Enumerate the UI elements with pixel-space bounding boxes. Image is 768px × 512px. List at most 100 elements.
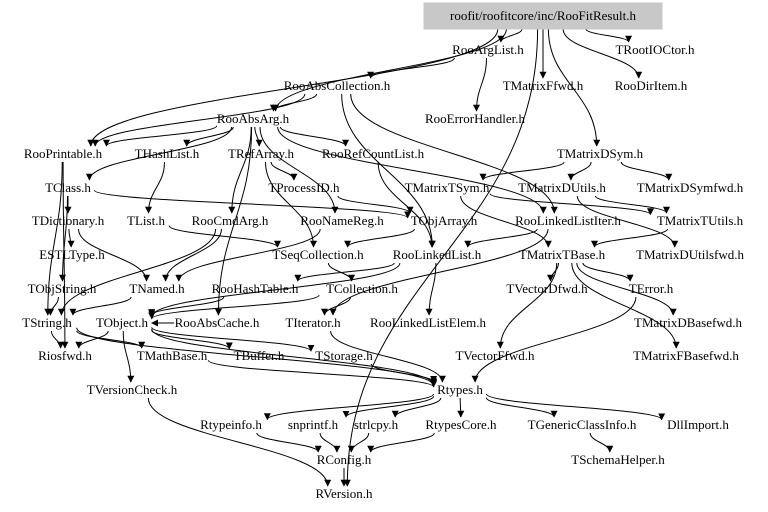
edge-rtypes-to-strlcpy [391, 397, 442, 418]
edge-tclass-to-tobjarray [93, 189, 412, 219]
node-thashlist[interactable]: THashList.h [135, 146, 200, 161]
node-tobjarray[interactable]: TObjArray.h [411, 213, 478, 228]
node-rooerrorhandler[interactable]: RooErrorHandler.h [425, 111, 526, 126]
edge-tcollection-to-tobject [148, 294, 320, 320]
node-tmatrixtsym[interactable]: TMatrixTSym.h [405, 180, 490, 195]
node-tgenericclassinfo[interactable]: TGenericClassInfo.h [528, 417, 637, 432]
node-tmathbase[interactable]: TMathBase.h [137, 348, 208, 363]
node-label: Riosfwd.h [38, 348, 92, 363]
node-rversion[interactable]: RVersion.h [315, 486, 373, 501]
node-tmatrixffwd[interactable]: TMatrixFfwd.h [503, 78, 584, 93]
node-rooabscollection[interactable]: RooAbsCollection.h [284, 78, 391, 93]
node-label: TVectorFfwd.h [455, 348, 535, 363]
node-tobject[interactable]: TObject.h [96, 315, 149, 330]
node-roodiritem[interactable]: RooDirItem.h [615, 78, 688, 93]
node-label: TList.h [127, 213, 165, 228]
edge-tobjarray-to-tseqcollection [344, 228, 415, 248]
node-label: TMatrixTUtils.h [657, 213, 744, 228]
node-tdictionary[interactable]: TDictionary.h [32, 213, 105, 228]
node-tstorage[interactable]: TStorage.h [315, 348, 373, 363]
node-dllimport[interactable]: DllImport.h [667, 417, 729, 432]
node-label: RooAbsArg.h [217, 111, 290, 126]
node-label: TMatrixDBasefwd.h [634, 315, 742, 330]
node-rooarglist[interactable]: RooArgList.h [452, 42, 524, 57]
node-label: RooAbsCache.h [175, 315, 260, 330]
node-tmatrixtbase[interactable]: TMatrixTBase.h [519, 247, 606, 262]
node-rconfig[interactable]: RConfig.h [317, 452, 372, 467]
node-roolinkedlist[interactable]: RooLinkedList.h [393, 247, 482, 262]
node-roohashtable[interactable]: RooHashTable.h [212, 281, 299, 296]
edge-tmatrixtbase-to-tvectorffwd [496, 262, 558, 349]
edge-rootfile-to-roodiritem [562, 28, 643, 79]
node-tmatrixdutilsfwd[interactable]: TMatrixDUtilsfwd.h [636, 247, 744, 262]
node-tmatrixdbasefwd[interactable]: TMatrixDBasefwd.h [634, 315, 742, 330]
node-rtypescore[interactable]: RtypesCore.h [425, 417, 497, 432]
edge-tlist-to-tseqcollection [168, 225, 281, 248]
node-rooabsarg[interactable]: RooAbsArg.h [217, 111, 290, 126]
edge-rooarglist-to-rooerrorhandler [473, 57, 487, 112]
node-tmatrixtutils[interactable]: TMatrixTUtils.h [657, 213, 744, 228]
node-rtypes[interactable]: Rtypes.h [437, 382, 483, 397]
node-roolinkedlistelem[interactable]: RooLinkedListElem.h [370, 315, 486, 330]
node-rooprintable[interactable]: RooPrintable.h [24, 146, 103, 161]
node-riosfwd[interactable]: Riosfwd.h [38, 348, 92, 363]
node-tmatrixdutils[interactable]: TMatrixDUtils.h [518, 180, 606, 195]
edge-rtypes-to-dllimport [485, 393, 666, 421]
node-label: TMatrixTSym.h [405, 180, 490, 195]
node-tclass[interactable]: TClass.h [45, 180, 91, 195]
node-snprintf[interactable]: snprintf.h [288, 417, 339, 432]
node-tobjstring[interactable]: TObjString.h [28, 281, 97, 296]
node-rtypeinfo[interactable]: Rtypeinfo.h [200, 417, 262, 432]
node-titerator[interactable]: TIterator.h [285, 315, 341, 330]
edge-tmatrixtbase-to-tvectordfwd [547, 262, 559, 282]
node-roocmdarg[interactable]: RooCmdArg.h [192, 213, 269, 228]
edge-tmatrixdutils-to-tmatrixdutilsfwd [576, 195, 679, 248]
node-tmatrixdsymfwd[interactable]: TMatrixDSymfwd.h [637, 180, 744, 195]
edge-tmatrixtutils-to-tmatrixtbase [591, 228, 668, 248]
node-label: TMatrixFfwd.h [503, 78, 584, 93]
node-trootioctor[interactable]: TRootIOCtor.h [615, 42, 695, 57]
node-rooabscache[interactable]: RooAbsCache.h [175, 315, 260, 330]
edge-tgenericclassinfo-to-tschemahelper [589, 432, 614, 453]
node-label: TVectorDfwd.h [506, 281, 588, 296]
edge-roorefcountlist-to-roolinkedlist [377, 161, 436, 248]
node-tnamed[interactable]: TNamed.h [129, 281, 185, 296]
edge-roolinkedlist-to-roohashtable [294, 262, 395, 282]
node-label: RooLinkedList.h [393, 247, 482, 262]
node-roorefcountlist[interactable]: RooRefCountList.h [322, 146, 425, 161]
node-strlcpy[interactable]: strlcpy.h [354, 417, 399, 432]
node-tschemahelper[interactable]: TSchemaHelper.h [571, 452, 665, 467]
node-tmatrixfbasefwd[interactable]: TMatrixFBasefwd.h [633, 348, 739, 363]
node-label: TGenericClassInfo.h [528, 417, 637, 432]
edge-rooarglist-to-rooabscollection [367, 57, 455, 79]
node-tseqcollection[interactable]: TSeqCollection.h [272, 247, 364, 262]
edge-tmatrixtsym-to-tmatrixtutils [489, 193, 654, 216]
node-label: TObjString.h [28, 281, 97, 296]
edge-rootfile-to-rversion [343, 28, 539, 487]
node-tstring[interactable]: TString.h [22, 315, 72, 330]
node-roonamereg[interactable]: RooNameReg.h [300, 213, 384, 228]
node-tlist[interactable]: TList.h [127, 213, 165, 228]
edge-roolinkedlistiter-to-roolinkedlist [464, 228, 538, 248]
edge-rtypeinfo-to-rconfig [256, 432, 322, 453]
nodes-layer: roofit/roofitcore/inc/RooFitResult.hRooA… [22, 2, 744, 501]
edge-tmatrixtsym-to-tmatrixtbase [460, 195, 552, 248]
node-tcollection[interactable]: TCollection.h [326, 281, 398, 296]
node-tvectordfwd[interactable]: TVectorDfwd.h [506, 281, 588, 296]
edge-tobjstring-to-tstring [47, 296, 59, 316]
node-tversioncheck[interactable]: TVersionCheck.h [87, 382, 178, 397]
node-tprocessid[interactable]: TProcessID.h [268, 180, 340, 195]
node-label: RooCmdArg.h [192, 213, 269, 228]
edge-trefarray-to-tseqcollection [265, 161, 317, 248]
node-terror[interactable]: TError.h [629, 281, 674, 296]
node-roolinkedlistiter[interactable]: RooLinkedListIter.h [515, 213, 621, 228]
node-trefarray[interactable]: TRefArray.h [228, 146, 294, 161]
node-label: strlcpy.h [354, 417, 399, 432]
edge-rooabsarg-to-roorefcountlist [279, 126, 350, 147]
node-rootfile[interactable]: roofit/roofitcore/inc/RooFitResult.h [423, 2, 663, 30]
node-tmatrixdsym[interactable]: TMatrixDSym.h [557, 146, 644, 161]
node-tbuffer[interactable]: TBuffer.h [234, 348, 285, 363]
node-estltype[interactable]: ESTLType.h [39, 247, 105, 262]
node-tvectorffwd[interactable]: TVectorFfwd.h [455, 348, 535, 363]
